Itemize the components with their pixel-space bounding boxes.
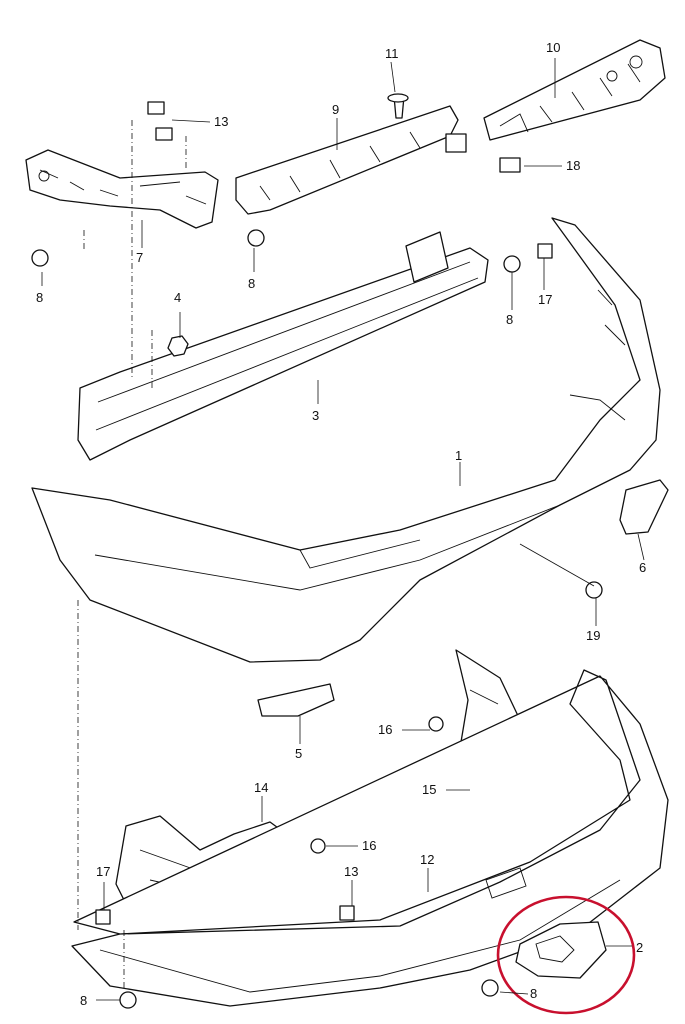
callout-8-mid: 8 <box>248 276 255 291</box>
fastener-4-nut <box>167 335 189 357</box>
callout-12: 12 <box>420 852 434 867</box>
fastener-18-screw <box>499 157 521 173</box>
part-6-side-marker <box>619 479 669 535</box>
callout-1: 1 <box>455 448 462 463</box>
callout-17-top: 17 <box>538 292 552 307</box>
fastener-19-screw <box>585 581 603 599</box>
fastener-8-screws <box>31 229 521 1009</box>
callout-17-bottom: 17 <box>96 864 110 879</box>
part-7-left-bracket <box>25 149 219 229</box>
callout-16-right: 16 <box>378 722 392 737</box>
callout-9: 9 <box>332 102 339 117</box>
part-12-lower-spoiler <box>71 669 669 1007</box>
fastener-16-nuts <box>310 716 444 854</box>
fastener-13-stud <box>339 905 355 921</box>
callout-labels: 11 10 9 13 7 8 8 18 8 17 4 3 1 6 19 5 16… <box>36 40 646 1008</box>
part-1-bumper-cover <box>31 217 661 663</box>
callout-8-left: 8 <box>36 290 43 305</box>
callout-3: 3 <box>312 408 319 423</box>
callout-15: 15 <box>422 782 436 797</box>
callout-7: 7 <box>136 250 143 265</box>
callout-19: 19 <box>586 628 600 643</box>
callout-6: 6 <box>639 560 646 575</box>
callout-5: 5 <box>295 746 302 761</box>
callout-10: 10 <box>546 40 560 55</box>
callout-18: 18 <box>566 158 580 173</box>
part-5-reflector <box>257 683 335 717</box>
leader-lines <box>41 58 645 1001</box>
callout-16-left: 16 <box>362 838 376 853</box>
part-10-right-bracket <box>483 39 666 141</box>
callout-14: 14 <box>254 780 268 795</box>
callout-4: 4 <box>174 290 181 305</box>
callout-2: 2 <box>636 940 643 955</box>
fastener-17-clips <box>95 243 553 925</box>
fastener-13-clip-top <box>147 101 173 141</box>
callout-11: 11 <box>385 46 399 61</box>
callout-8-right: 8 <box>506 312 513 327</box>
fastener-11-clip <box>387 93 409 119</box>
callout-13-bottom: 13 <box>344 864 358 879</box>
alignment-lines <box>77 120 187 990</box>
callout-13-top: 13 <box>214 114 228 129</box>
part-9-center-bracket <box>235 105 467 215</box>
part-3-impact-bar <box>77 231 489 461</box>
callout-8-bottom-left: 8 <box>80 993 87 1008</box>
callout-8-bottom-right: 8 <box>530 986 537 1001</box>
part-2-insert <box>515 921 607 979</box>
highlight-circle <box>496 895 636 1015</box>
